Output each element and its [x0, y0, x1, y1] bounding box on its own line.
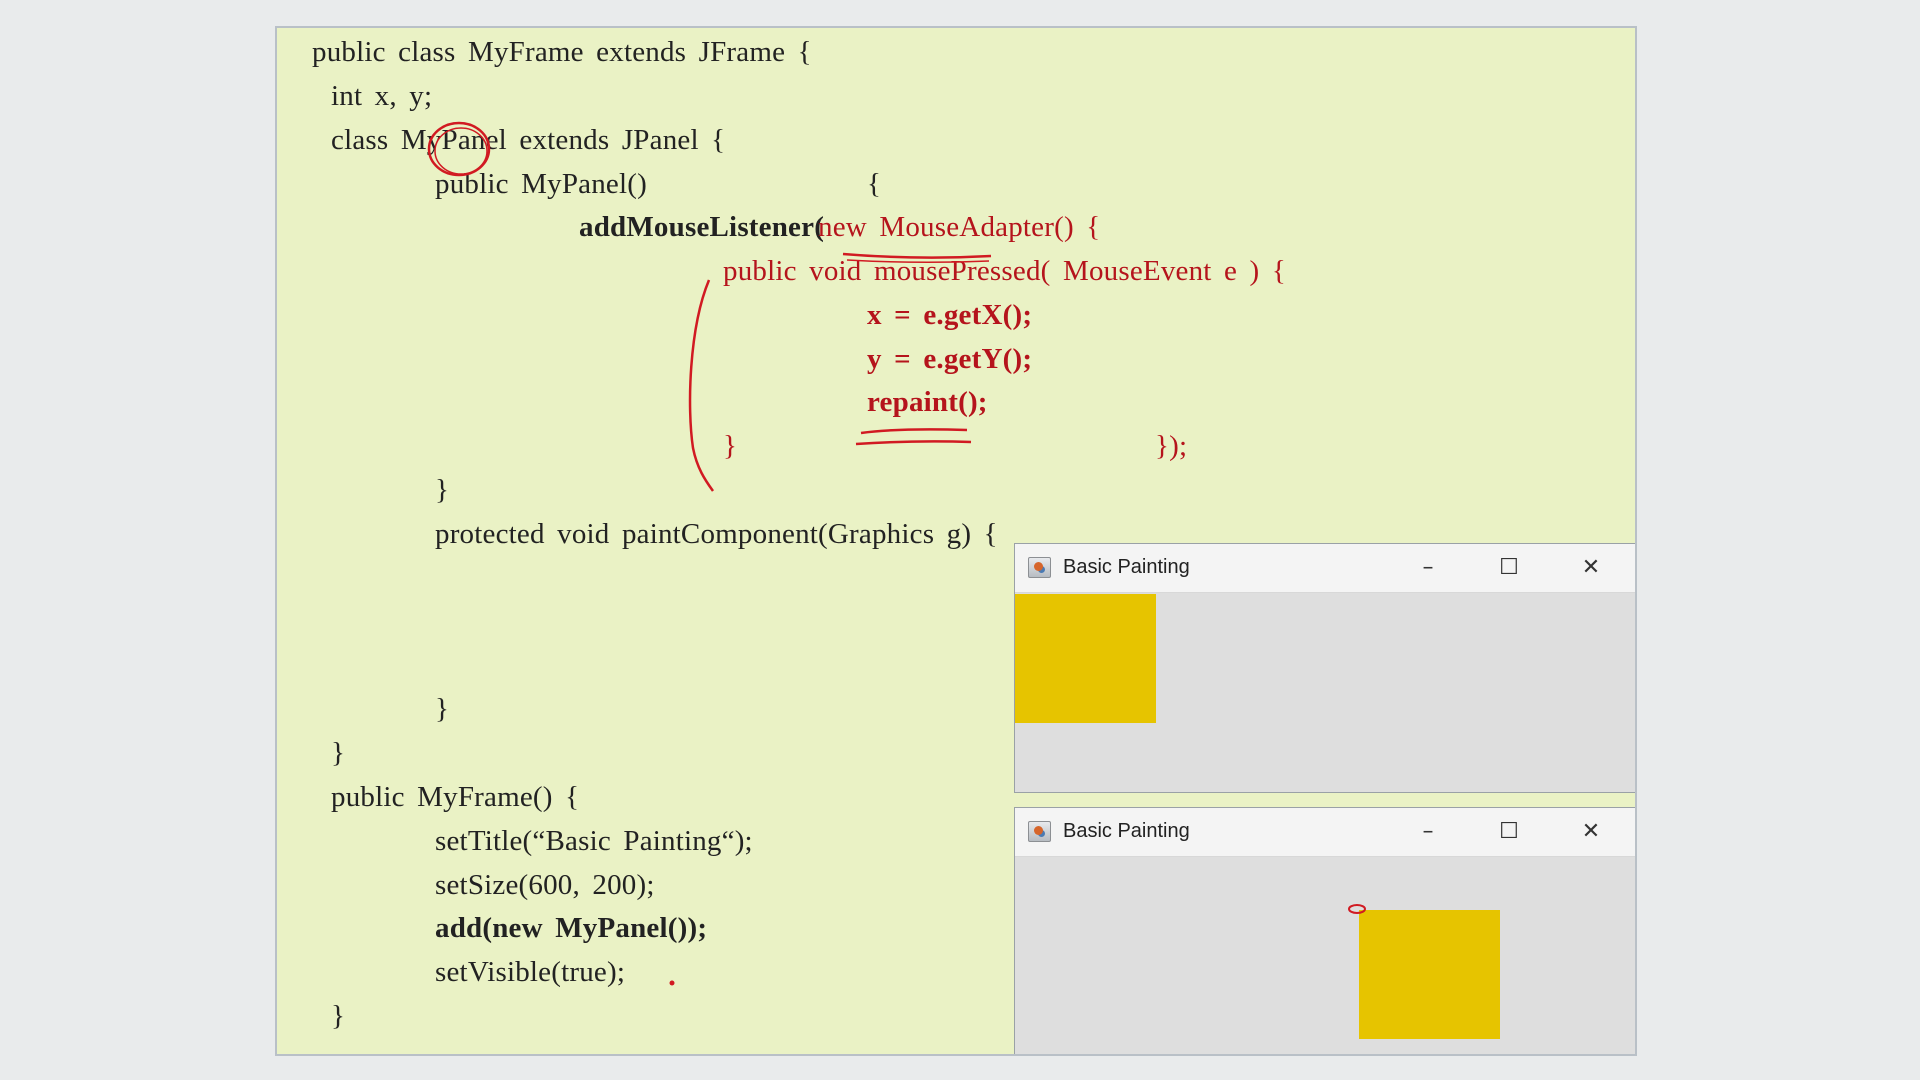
- code-line-class-mypanel: class MyPanel extends JPanel {: [331, 124, 726, 156]
- maximize-button[interactable]: ☐: [1499, 819, 1519, 844]
- code-line-class-myframe: public class MyFrame extends JFrame {: [312, 36, 812, 68]
- code-line-close-adapter: });: [1155, 430, 1188, 462]
- code-line-myframe-constructor: public MyFrame() {: [331, 781, 580, 813]
- annotation-bracket: [688, 279, 715, 492]
- code-line-constructor: public MyPanel(): [435, 168, 647, 200]
- window-title: Basic Painting: [1063, 820, 1190, 842]
- basic-painting-window-1[interactable]: Basic Painting – ☐ ✕: [1014, 543, 1635, 793]
- code-line-close-myframe: }: [331, 1000, 346, 1032]
- minimize-button[interactable]: –: [1422, 819, 1434, 844]
- code-line-fields: int x, y;: [331, 80, 433, 112]
- code-line-get-y: y = e.getY();: [867, 343, 1033, 375]
- minimize-button[interactable]: –: [1422, 555, 1434, 580]
- code-line-close-mypanel: }: [331, 737, 346, 769]
- basic-painting-window-2[interactable]: Basic Painting – ☐ ✕: [1014, 807, 1635, 1054]
- yellow-rectangle: [1359, 910, 1500, 1039]
- window-title-bar[interactable]: Basic Painting – ☐ ✕: [1015, 544, 1635, 593]
- maximize-button[interactable]: ☐: [1499, 555, 1519, 580]
- java-app-icon: [1028, 821, 1051, 842]
- code-line-close-method: }: [723, 430, 738, 462]
- paint-panel[interactable]: [1015, 857, 1635, 1054]
- code-line-set-visible: setVisible(true);: [435, 956, 626, 988]
- paint-panel[interactable]: [1015, 593, 1635, 792]
- slide: public class MyFrame extends JFrame { in…: [275, 26, 1637, 1056]
- code-line-add-panel: add(new MyPanel());: [435, 912, 708, 944]
- code-line-repaint: repaint();: [867, 386, 988, 418]
- code-line-set-title: setTitle(“Basic Painting“);: [435, 825, 753, 857]
- code-line-add-mouse-listener: addMouseListener(: [579, 211, 825, 243]
- close-button[interactable]: ✕: [1581, 819, 1601, 844]
- code-line-mouse-pressed: public void mousePressed( MouseEvent e )…: [723, 255, 1286, 287]
- java-app-icon: [1028, 557, 1051, 578]
- annotation-dot: [669, 980, 675, 986]
- close-button[interactable]: ✕: [1581, 555, 1601, 580]
- code-line-set-size: setSize(600, 200);: [435, 869, 655, 901]
- code-line-new-mouse-adapter: new MouseAdapter() {: [818, 211, 1101, 243]
- window-title: Basic Painting: [1063, 556, 1190, 578]
- yellow-rectangle: [1015, 594, 1156, 723]
- code-line-get-x: x = e.getX();: [867, 299, 1033, 331]
- annotation-underline-repaint: [860, 428, 968, 435]
- code-line-close-paint: }: [435, 693, 450, 725]
- window-title-bar[interactable]: Basic Painting – ☐ ✕: [1015, 808, 1635, 857]
- code-line-paint-component: protected void paintComponent(Graphics g…: [435, 518, 998, 550]
- click-point-mark: [1348, 904, 1366, 914]
- code-line-constructor-brace: {: [867, 168, 882, 200]
- code-line-close-constructor: }: [435, 474, 450, 506]
